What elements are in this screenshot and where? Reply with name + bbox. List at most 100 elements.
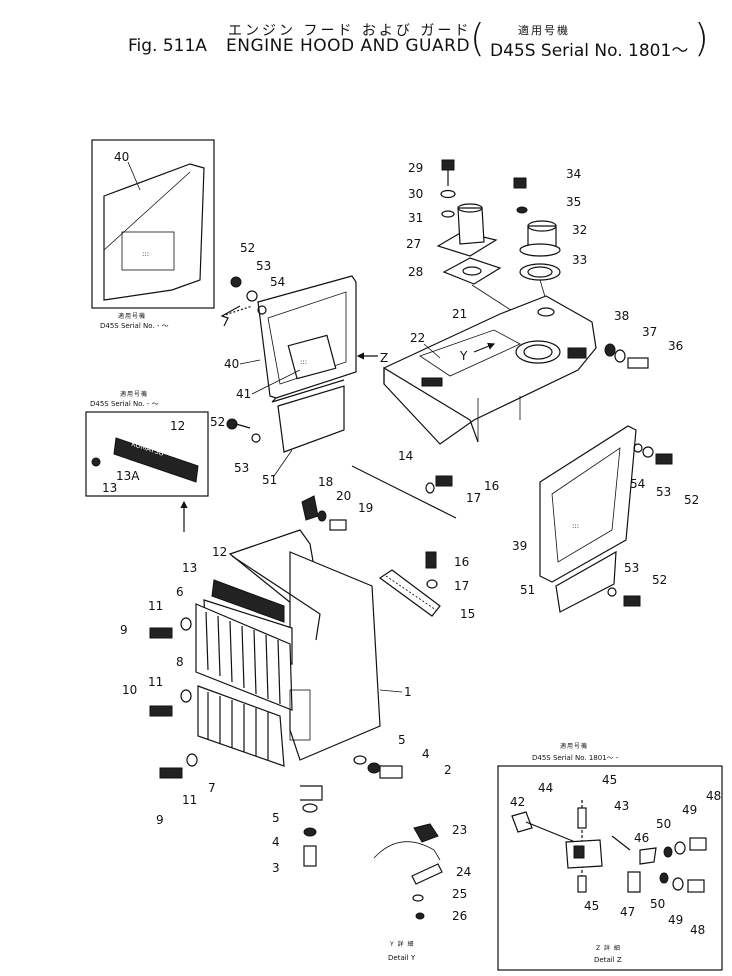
callout-40: 40 <box>114 150 129 164</box>
callout-52c: 52 <box>684 493 699 507</box>
engine-hood <box>383 295 597 445</box>
callout-53: 53 <box>256 259 271 273</box>
detail-z-jp: 適用号機 <box>560 742 588 750</box>
callout-22: 22 <box>410 331 425 345</box>
callout-49: 49 <box>682 803 697 817</box>
callout-27: 27 <box>406 237 421 251</box>
callout-52b: 52 <box>210 415 225 429</box>
detail-z: 適用号機 D45S Serial No. 1801～ - 45 44 42 43… <box>497 742 723 971</box>
callout-32: 32 <box>572 223 587 237</box>
callout-54: 54 <box>270 275 285 289</box>
callout-52: 52 <box>240 241 255 255</box>
callout-41: 41 <box>236 387 251 401</box>
callout-53c: 53 <box>656 485 671 499</box>
callout-4b: 4 <box>272 835 280 849</box>
detail-y: 23 24 25 26 Y 詳 細 Detail Y <box>373 823 471 962</box>
callout-2: 2 <box>444 763 452 777</box>
callout-4: 4 <box>422 747 430 761</box>
inset-40-jp: 適用号機 <box>118 312 146 320</box>
callout-53b: 53 <box>234 461 249 475</box>
callout-42: 42 <box>510 795 525 809</box>
callout-26: 26 <box>452 909 467 923</box>
callout-17b: 17 <box>454 579 469 593</box>
callout-18: 18 <box>318 475 333 489</box>
callout-12b: 12 <box>212 545 227 559</box>
callout-13: 13 <box>102 481 117 495</box>
callout-15: 15 <box>460 607 475 621</box>
callout-47: 47 <box>620 905 635 919</box>
callout-21: 21 <box>452 307 467 321</box>
callout-36: 36 <box>668 339 683 353</box>
japanese-title: エンジン フード および ガード <box>228 23 472 39</box>
callout-50: 50 <box>656 817 671 831</box>
inset-part-40: ::: 40 適用号機 D45S Serial No. - ～ <box>91 139 215 330</box>
callout-45: 45 <box>602 773 617 787</box>
svg-text::::: ::: <box>572 522 579 530</box>
applicable-label-jp: 適用号機 <box>518 24 570 37</box>
callout-24: 24 <box>456 865 471 879</box>
figure-number: Fig. 511A <box>128 36 207 56</box>
side-cover-right: ::: <box>539 425 637 613</box>
callout-33: 33 <box>572 253 587 267</box>
callout-49b: 49 <box>668 913 683 927</box>
radiator-guard <box>195 529 381 767</box>
callout-16: 16 <box>484 479 499 493</box>
serial-range: D45S Serial No. 1801～ <box>490 41 689 61</box>
callout-11: 11 <box>148 599 163 613</box>
inset-emblem: 適用号機 D45S Serial No. - ～ KOMATSU 12 13 1… <box>85 390 209 497</box>
callout-13A: 13A <box>116 469 140 483</box>
callout-54b: 54 <box>630 477 645 491</box>
callout-9: 9 <box>120 623 128 637</box>
callout-5b: 5 <box>272 811 280 825</box>
inset-12-serial: D45S Serial No. - ～ <box>90 400 159 408</box>
callout-11c: 11 <box>182 793 197 807</box>
callout-50b: 50 <box>650 897 665 911</box>
detail-z-serial: D45S Serial No. 1801～ - <box>532 754 619 762</box>
paren-right: ) <box>694 16 709 60</box>
callout-13b: 13 <box>182 561 197 575</box>
callout-7: 7 <box>208 781 216 795</box>
callout-52d: 52 <box>652 573 667 587</box>
callout-10: 10 <box>122 683 137 697</box>
callout-46: 46 <box>634 831 649 845</box>
callout-34: 34 <box>566 167 581 181</box>
callout-48b: 48 <box>690 923 705 937</box>
callout-9b: 9 <box>156 813 164 827</box>
callout-1: 1 <box>404 685 412 699</box>
callout-35: 35 <box>566 195 581 209</box>
callout-23: 23 <box>452 823 467 837</box>
paren-left: ( <box>470 16 485 60</box>
callout-37: 37 <box>642 325 657 339</box>
callout-25: 25 <box>452 887 467 901</box>
callout-14: 14 <box>398 449 413 463</box>
detail-z-caption-jp: Z 詳 細 <box>596 944 621 952</box>
inset-12-jp: 適用号機 <box>120 390 148 398</box>
detail-y-jp: Y 詳 細 <box>389 940 414 948</box>
view-marker-y: Y <box>459 349 468 363</box>
svg-text::::: ::: <box>142 250 149 258</box>
callout-53d: 53 <box>624 561 639 575</box>
callout-51b: 51 <box>520 583 535 597</box>
callout-30: 30 <box>408 187 423 201</box>
callout-51: 51 <box>262 473 277 487</box>
callout-17: 17 <box>466 491 481 505</box>
callout-45b: 45 <box>584 899 599 913</box>
view-marker-z: Z <box>380 351 388 365</box>
callout-20: 20 <box>336 489 351 503</box>
callout-44: 44 <box>538 781 553 795</box>
callout-43: 43 <box>614 799 629 813</box>
callout-19: 19 <box>358 501 373 515</box>
callout-5: 5 <box>398 733 406 747</box>
callout-16b: 16 <box>454 555 469 569</box>
callout-3: 3 <box>272 861 280 875</box>
callout-8: 8 <box>176 655 184 669</box>
svg-text::::: ::: <box>300 358 307 366</box>
detail-y-caption: Detail Y <box>388 954 416 962</box>
callout-12: 12 <box>170 419 185 433</box>
detail-z-caption: Detail Z <box>594 956 622 964</box>
callout-28: 28 <box>408 265 423 279</box>
callout-11b: 11 <box>148 675 163 689</box>
callout-38: 38 <box>614 309 629 323</box>
